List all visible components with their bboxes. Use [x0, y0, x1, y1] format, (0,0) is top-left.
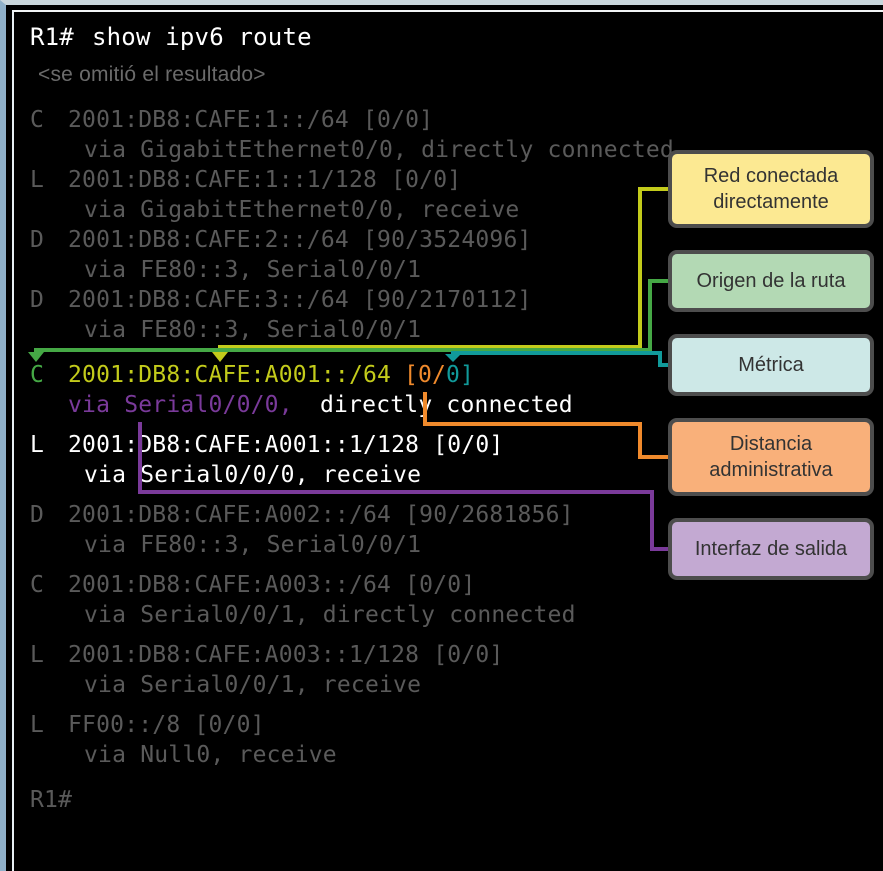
directly-connected-arrow-icon — [212, 187, 668, 362]
route-via: via FE80::3, Serial0/0/1 — [84, 532, 422, 558]
route-code: D — [30, 502, 45, 528]
exit-interface-arrow-icon — [138, 422, 668, 551]
admin-distance-callout: Distancia administrativa — [668, 418, 874, 496]
route-dest: 2001:DB8:CAFE:1::1/128 [0/0] — [68, 167, 462, 193]
metric-value: 0 — [446, 362, 461, 388]
route-via: via Serial0/0/0, receive — [84, 462, 422, 488]
metric-label: Métrica — [738, 354, 804, 376]
directly-connected-callout: Red conectada directamente — [668, 150, 874, 228]
directly-connected-label: Red conectada directamente — [703, 165, 839, 213]
route-source-arrow-icon — [28, 279, 668, 362]
end-prompt: R1# — [30, 787, 73, 813]
route-network: 2001:DB8:CAFE:A001::/64 — [68, 362, 392, 388]
bracket-close: ] — [460, 362, 475, 388]
exit-interface: via Serial0/0/0, — [68, 392, 293, 418]
route-via: via GigabitEthernet0/0, directly connect… — [84, 137, 674, 163]
route-dest: 2001:DB8:CAFE:2::/64 [90/3524096] — [68, 227, 532, 253]
route-code: L — [30, 642, 45, 668]
route-via: via Serial0/0/1, receive — [84, 672, 422, 698]
route-dest: FF00::/8 [0/0] — [68, 712, 265, 738]
bracket-open: [ — [404, 362, 419, 388]
route-via: via GigabitEthernet0/0, receive — [84, 197, 520, 223]
route-via: via FE80::3, Serial0/0/1 — [84, 317, 422, 343]
route-code: D — [30, 227, 45, 253]
exit-interface-label: Interfaz de salida — [694, 538, 848, 560]
route-via: via Serial0/0/1, directly connected — [84, 602, 576, 628]
route-via-rest: directly connected — [320, 392, 573, 418]
route-code: C — [30, 572, 45, 598]
route-dest: 2001:DB8:CAFE:A003::/64 [0/0] — [68, 572, 476, 598]
administrative-distance: 0 — [418, 362, 433, 388]
route-source-callout: Origen de la ruta — [668, 250, 874, 312]
route-code: L — [30, 712, 45, 738]
route-source-code: C — [30, 362, 45, 388]
route-dest: 2001:DB8:CAFE:A002::/64 [90/2681856] — [68, 502, 574, 528]
route-code: L — [30, 167, 45, 193]
route-dest: 2001:DB8:CAFE:A003::1/128 [0/0] — [68, 642, 504, 668]
metric-arrow-icon — [445, 351, 668, 367]
route-dest: 2001:DB8:CAFE:3::/64 [90/2170112] — [68, 287, 532, 313]
command: show ipv6 route — [92, 23, 312, 51]
route-code: C — [30, 107, 45, 133]
route-dest: 2001:DB8:CAFE:A001::1/128 [0/0] — [68, 432, 504, 458]
route-dest: 2001:DB8:CAFE:1::/64 [0/0] — [68, 107, 434, 133]
slash: / — [432, 362, 447, 388]
route-source-label: Origen de la ruta — [696, 270, 846, 292]
admin-distance-label: Distancia administrativa — [709, 433, 833, 481]
route-via: via Null0, receive — [84, 742, 337, 768]
route-code: L — [30, 432, 45, 458]
metric-callout: Métrica — [668, 334, 874, 396]
route-code: D — [30, 287, 45, 313]
admin-distance-arrow-icon — [423, 392, 668, 459]
exit-interface-callout: Interfaz de salida — [668, 518, 874, 580]
omitted-note: <se omitió el resultado> — [38, 63, 266, 86]
prompt: R1# — [30, 23, 74, 51]
route-via: via FE80::3, Serial0/0/1 — [84, 257, 422, 283]
